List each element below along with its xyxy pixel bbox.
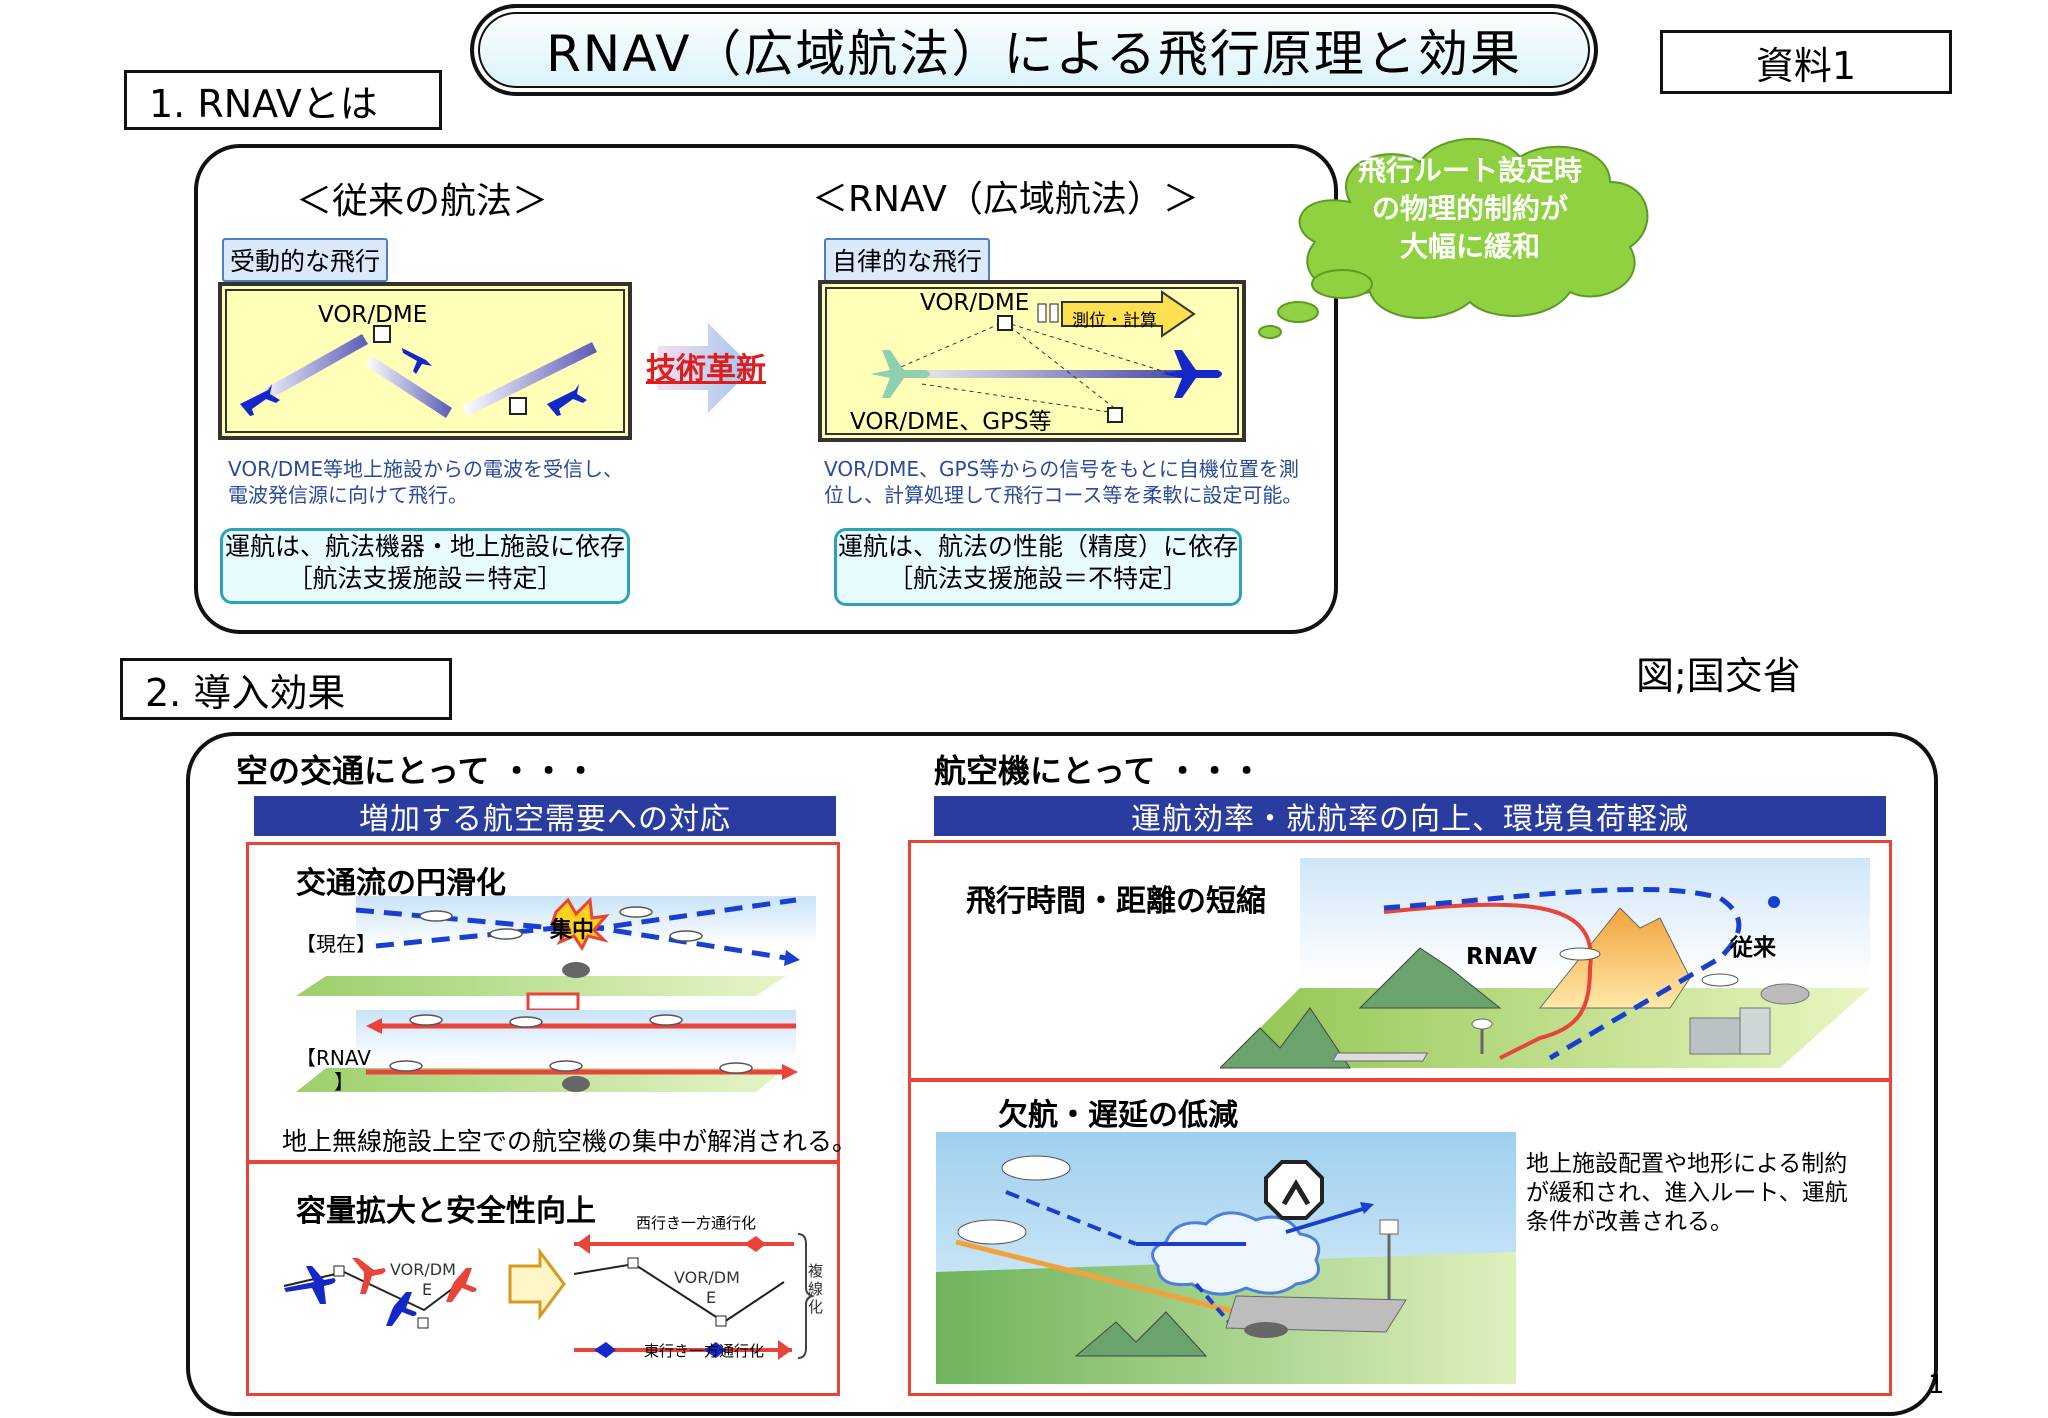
rnav-flow-label: 【RNAV <box>296 1046 371 1070</box>
rnav-flight-svg <box>870 290 1222 423</box>
conventional-dep-line-2: ［航法支援施設＝特定］ <box>287 564 563 593</box>
airplane-icon <box>352 1258 386 1294</box>
traffic-flow-title: 交通流の円滑化 <box>296 866 506 901</box>
conventional-diagram <box>218 282 632 440</box>
delay-box <box>908 1078 1892 1396</box>
current-label: 【現在】 <box>296 932 376 956</box>
conventional-description: VOR/DME等地上施設からの電波を受信し、 電波発信源に向けて飛行。 <box>228 456 623 508</box>
capacity-diagram <box>283 1233 816 1360</box>
right-blue-bar: 運航効率・就航率の向上、環境負荷軽減 <box>934 796 1886 837</box>
airplane-icon <box>446 1268 477 1302</box>
rnav-header: ＜RNAV（広域航法）＞ <box>812 179 1199 220</box>
rnav-tag: 自律的な飛行 <box>824 238 991 282</box>
conventional-desc-line-2: 電波発信源に向けて飛行。 <box>228 483 468 507</box>
source-credit: 図;国交省 <box>1636 654 1801 698</box>
conventional-desc-line-1: VOR/DME等地上施設からの電波を受信し、 <box>228 457 623 481</box>
cloud-line-2: の物理的制約が <box>1371 192 1568 225</box>
airplane-icon <box>284 1266 336 1304</box>
section2-heading: 2. 導入効果 <box>120 658 452 720</box>
right-heading: 航空機にとって ・・・ <box>934 752 1263 790</box>
thought-cloud <box>1258 137 1649 339</box>
airplane-icon <box>1162 350 1222 398</box>
rnav-dep-line-2: ［航法支援施設＝不特定］ <box>887 564 1188 593</box>
cloud-line-3: 大幅に緩和 <box>1399 230 1540 263</box>
delay-description: 地上施設配置や地形による制約 が緩和され、進入ルート、運航 条件が改善される。 <box>1526 1150 1848 1237</box>
vor-left-label-2: E <box>422 1280 433 1299</box>
eastbound-label: 東行き一方通行化 <box>644 1342 765 1360</box>
conventional-tag: 受動的な飛行 <box>222 238 389 282</box>
airplane-icon <box>240 348 587 416</box>
rnav-route-label: RNAV <box>1466 944 1537 970</box>
page-title: RNAV（広域航法）による飛行原理と効果 <box>470 4 1598 96</box>
cloud-text: 飛行ルート設定時 の物理的制約が 大幅に緩和 <box>1300 152 1640 266</box>
flight-time-illustration <box>1220 858 1870 1069</box>
innovation-label: 技術革新 <box>646 352 766 387</box>
rnav-flow-label-bracket: 】 <box>334 1070 354 1094</box>
left-heading: 空の交通にとって ・・・ <box>236 752 597 790</box>
conventional-vor-label: VOR/DME <box>318 302 428 328</box>
vor-right-label-2: E <box>706 1288 717 1307</box>
rnav-diagram <box>818 280 1246 442</box>
innovation-arrow-icon <box>658 323 753 413</box>
rnav-dep-line-1: 運航は、航法の性能（精度）に依存 <box>837 532 1238 561</box>
concentration-label: 集中 <box>550 918 595 943</box>
vor-left-label: VOR/DM <box>390 1260 456 1279</box>
traffic-flow-caption: 地上無線施設上空での航空機の集中が解消される。 <box>282 1127 858 1156</box>
section1-heading: 1. RNAVとは <box>124 70 442 130</box>
document-label: 資料1 <box>1660 30 1952 94</box>
conventional-dep-line-1: 運航は、航法機器・地上施設に依存 <box>224 532 625 561</box>
rnav-vor-label: VOR/DME <box>920 290 1030 316</box>
conventional-flight-svg <box>240 325 597 418</box>
delay-desc-line-2: が緩和され、進入ルート、運航 <box>1526 1180 1848 1206</box>
left-blue-bar: 増加する航空需要への対応 <box>254 796 836 837</box>
rnav-desc-line-1: VOR/DME、GPS等からの信号をもとに自機位置を測 <box>824 457 1299 481</box>
rnav-calc-label: 測位・計算 <box>1072 311 1157 331</box>
delay-illustration <box>936 1132 1516 1384</box>
airplane-icon <box>386 1292 417 1326</box>
page-number: 15 <box>1928 1370 1944 1400</box>
conventional-dependency-box: 運航は、航法機器・地上施設に依存 ［航法支援施設＝特定］ <box>220 528 630 604</box>
conventional-header: ＜従来の航法＞ <box>296 181 549 222</box>
rnav-description: VOR/DME、GPS等からの信号をもとに自機位置を測 位し、計算処理して飛行コ… <box>824 456 1302 508</box>
vor-right-label: VOR/DM <box>674 1268 740 1287</box>
delay-desc-line-1: 地上施設配置や地形による制約 <box>1526 1151 1848 1177</box>
traffic-flow-diagram <box>296 896 816 1092</box>
rnav-desc-line-2: 位し、計算処理して飛行コース等を柔軟に設定可能。 <box>824 483 1303 507</box>
capacity-box <box>246 1160 840 1396</box>
rnav-dependency-box: 運航は、航法の性能（精度）に依存 ［航法支援施設＝不特定］ <box>834 528 1242 606</box>
page-title-text: RNAV（広域航法）による飛行原理と効果 <box>546 25 1522 83</box>
capacity-title: 容量拡大と安全性向上 <box>296 1194 596 1229</box>
cloud-line-1: 飛行ルート設定時 <box>1357 154 1582 187</box>
delay-desc-line-3: 条件が改善される。 <box>1526 1209 1733 1235</box>
flight-time-title: 飛行時間・距離の短縮 <box>966 884 1266 919</box>
rnav-gps-label: VOR/DME、GPS等 <box>850 409 1052 435</box>
westbound-label: 西行き一方通行化 <box>636 1214 757 1232</box>
double-track-label: 複線化 <box>808 1262 824 1316</box>
delay-title: 欠航・遅延の低減 <box>998 1098 1238 1133</box>
conventional-route-label: 従来 <box>1730 935 1776 961</box>
